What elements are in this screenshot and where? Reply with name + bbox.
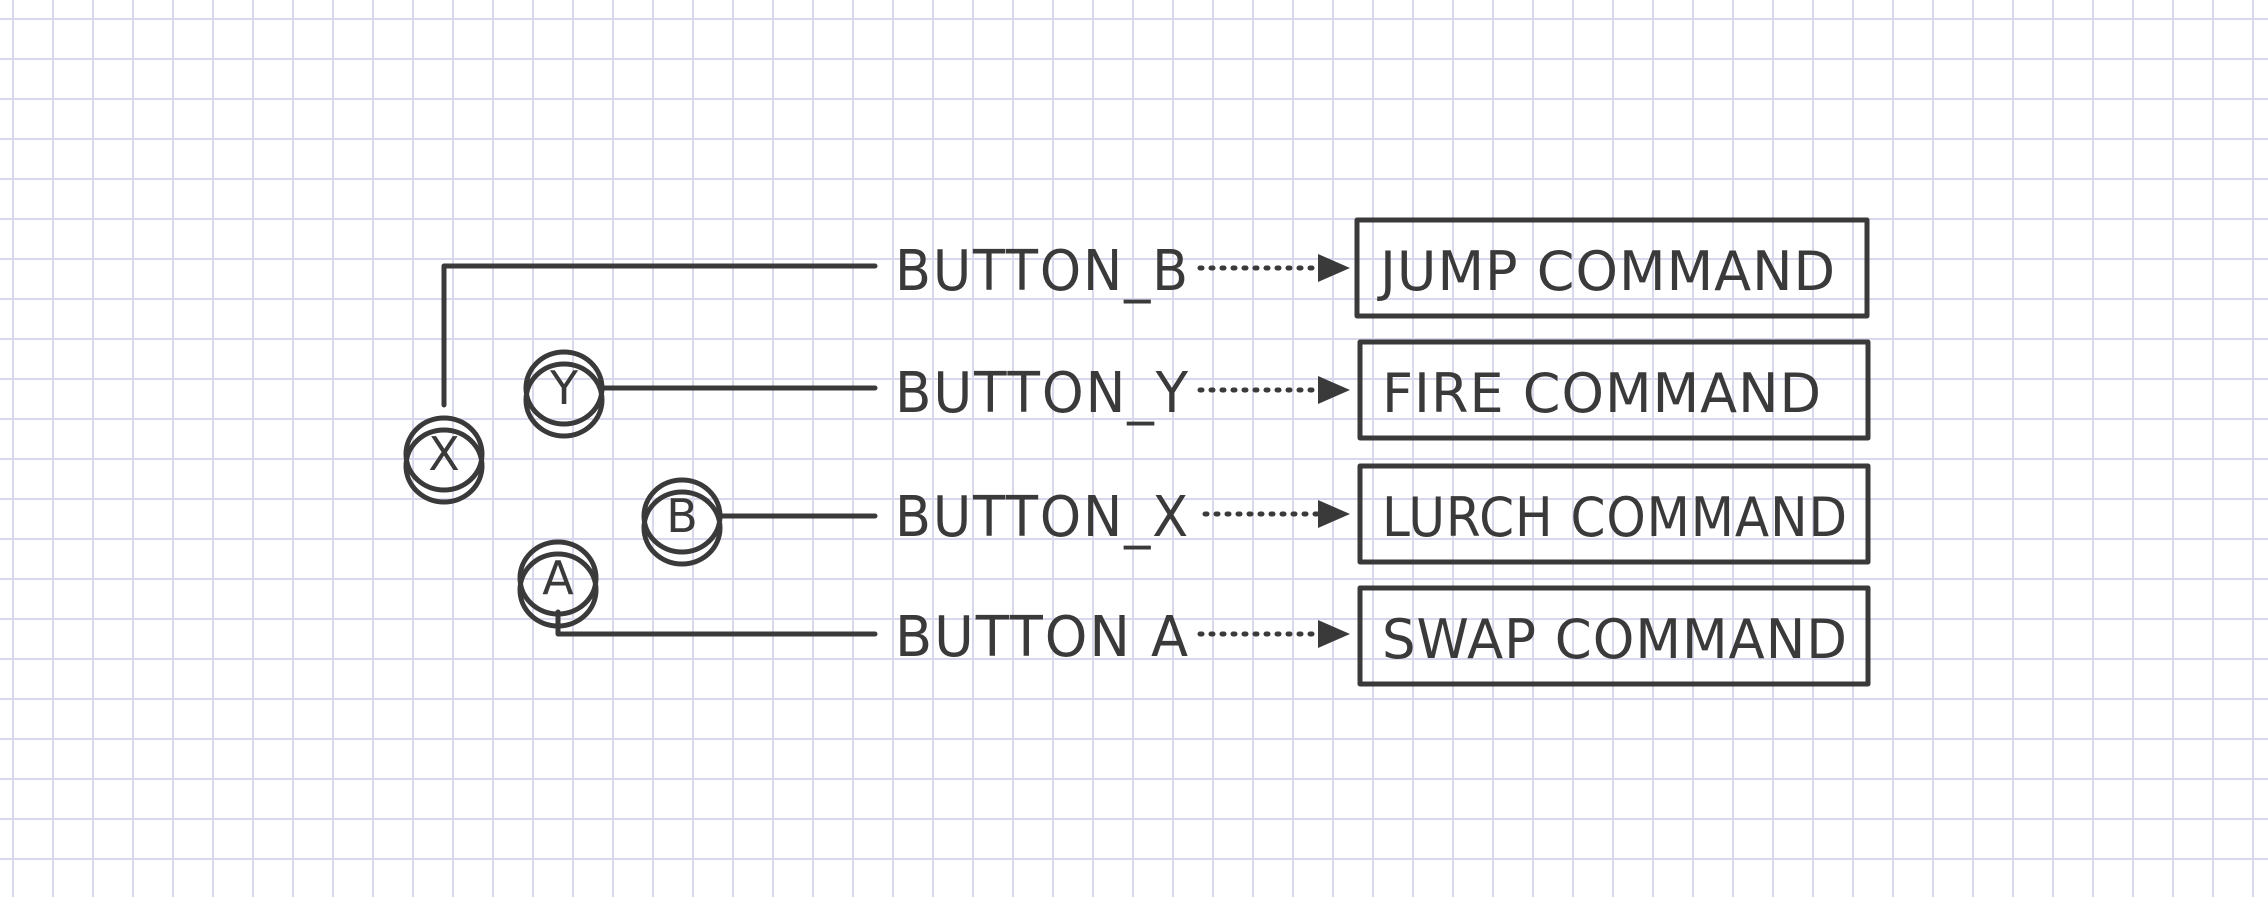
button-label-4: BUTTON A (895, 605, 1190, 670)
arrowhead-1 (1318, 254, 1350, 282)
command-label-3: LURCH COMMAND (1382, 486, 1848, 549)
command-box-4 (1357, 585, 1871, 687)
command-box-2 (1357, 339, 1871, 441)
button-y-letter: Y (549, 361, 579, 415)
command-label-1: JUMP COMMAND (1377, 240, 1836, 303)
command-label-4: SWAP COMMAND (1382, 608, 1848, 671)
arrowhead-3 (1318, 500, 1350, 528)
command-box-1 (1354, 217, 1870, 319)
arrowhead-4 (1318, 620, 1350, 648)
controller-button-y: Y (523, 349, 605, 439)
command-label-2: FIRE COMMAND (1382, 362, 1822, 425)
button-label-2: BUTTON_Y (895, 361, 1190, 426)
button-label-1: BUTTON_B (895, 239, 1190, 304)
button-x-letter: X (428, 427, 460, 481)
button-label-3: BUTTON_X (895, 485, 1190, 550)
arrowhead-2 (1318, 376, 1350, 404)
connector-x-to-button-b (441, 263, 878, 408)
command-box-3 (1357, 463, 1871, 565)
controller-button-b: B (641, 477, 723, 567)
button-b-letter: B (666, 489, 698, 543)
controller-button-a: A (517, 539, 599, 629)
connector-a-to-button-a (555, 609, 878, 637)
button-a-letter: A (542, 551, 574, 605)
controller-button-x: X (403, 415, 485, 505)
